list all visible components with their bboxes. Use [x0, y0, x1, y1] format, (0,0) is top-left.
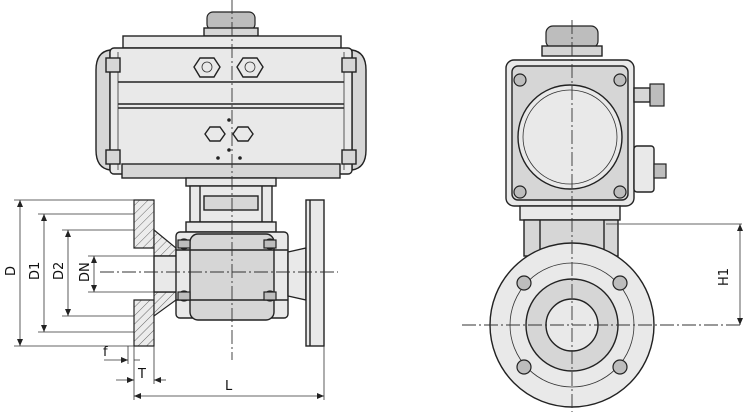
inlet-flange-section — [133, 199, 183, 347]
front-view: D D1 D2 DN f T L — [4, 0, 367, 400]
side-view: H1 — [462, 20, 743, 412]
label-d2: D2 — [52, 262, 67, 280]
pneumatic-actuator-body — [95, 47, 367, 179]
dimension-lines-front — [14, 199, 325, 400]
label-dn: DN — [78, 262, 93, 282]
label-d: D — [4, 266, 19, 276]
label-d1: D1 — [28, 262, 43, 280]
label-h1: H1 — [717, 268, 732, 286]
dimension-h1 — [606, 223, 743, 325]
label-l: L — [225, 379, 233, 394]
position-indicator-cap — [203, 11, 259, 37]
label-t: T — [137, 367, 146, 382]
label-f: f — [103, 345, 108, 360]
mounting-bracket — [185, 177, 277, 233]
side-actuator-housing — [505, 59, 635, 207]
outlet-flange — [287, 199, 325, 347]
side-fittings — [633, 83, 667, 193]
namur-mounting-holes — [204, 118, 254, 160]
air-port-plugs — [193, 57, 264, 78]
